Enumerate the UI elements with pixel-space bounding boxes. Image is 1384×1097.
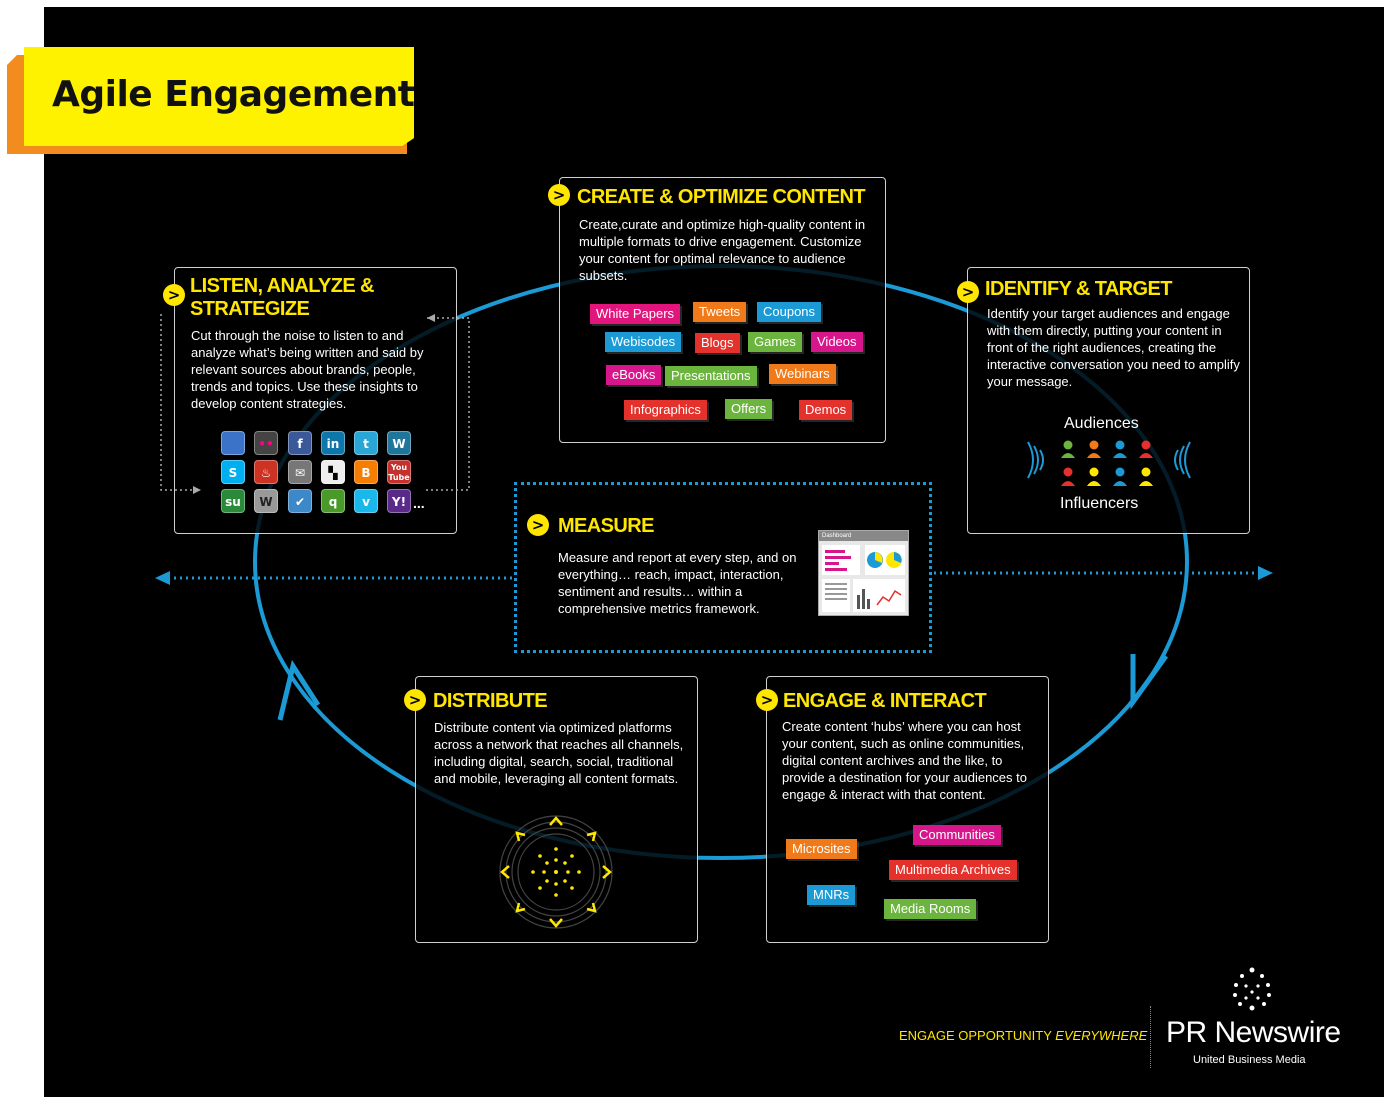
more-sources-ellipsis: ... xyxy=(413,495,425,511)
listen-chevron-icon: > xyxy=(163,284,185,306)
engage-body: Create content ‘hubs’ where you can host… xyxy=(782,719,1027,802)
dashboard-label: Dashboard xyxy=(819,531,908,541)
distribute-heading: DISTRIBUTE xyxy=(433,690,548,712)
create-chevron-icon: > xyxy=(548,184,570,206)
footer-divider xyxy=(1150,1006,1151,1068)
tag-demos: Demos xyxy=(799,400,853,420)
tag-mnrs: MNRs xyxy=(807,885,856,905)
youtube-icon: You Tube xyxy=(387,460,411,484)
brand-subtitle: United Business Media xyxy=(1193,1054,1306,1066)
tag-multimedia-archives: Multimedia Archives xyxy=(889,860,1017,880)
delicious-alt-icon: ▚ xyxy=(321,460,345,484)
tag-ebooks: eBooks xyxy=(606,365,662,385)
identify-body: Identify your target audiences and engag… xyxy=(987,306,1240,389)
listen-heading-line1: LISTEN, ANALYZE & xyxy=(190,275,375,297)
wikipedia-icon: W xyxy=(254,489,278,513)
measure-body: Measure and report at every step, and on… xyxy=(558,550,797,616)
skype-icon: S xyxy=(221,460,245,484)
cycle-arrow-left xyxy=(277,659,321,721)
dashboard-charts-icon xyxy=(822,545,905,612)
distribute-chevron-icon: > xyxy=(404,689,426,711)
linkedin-icon: in xyxy=(321,431,345,455)
dashboard-thumbnail: Dashboard xyxy=(818,530,909,616)
tag-offers: Offers xyxy=(725,399,773,419)
tag-blogs: Blogs xyxy=(695,333,740,353)
brand-name: PR Newswire xyxy=(1166,1016,1341,1049)
identify-heading: IDENTIFY & TARGET xyxy=(985,278,1172,300)
tag-presentations: Presentations xyxy=(665,366,757,386)
blogger-icon: B xyxy=(354,460,378,484)
tag-videos: Videos xyxy=(811,332,863,352)
tag-communities: Communities xyxy=(913,825,1001,845)
distribute-body: Distribute content via optimized platfor… xyxy=(434,720,684,786)
tinder-icon: ♨ xyxy=(254,460,278,484)
measure-box xyxy=(514,482,932,653)
identify-box xyxy=(967,267,1250,534)
influencers-label: Influencers xyxy=(1060,495,1139,512)
prnewswire-logo-icon xyxy=(1233,967,1271,1011)
tag-microsites: Microsites xyxy=(786,839,857,859)
tag-infographics: Infographics xyxy=(624,400,707,420)
footer-tagline: ENGAGE OPPORTUNITY EVERYWHERE xyxy=(899,1028,1147,1043)
cycle-arrow-right xyxy=(1130,654,1169,710)
engage-chevron-icon: > xyxy=(756,689,778,711)
tag-webinars: Webinars xyxy=(769,364,836,384)
audiences-label: Audiences xyxy=(1064,415,1139,432)
create-heading: CREATE & OPTIMIZE CONTENT xyxy=(577,186,866,208)
tagline-emphasis: EVERYWHERE xyxy=(1055,1028,1148,1043)
measure-heading: MEASURE xyxy=(558,515,654,537)
listen-body: Cut through the noise to listen to and a… xyxy=(191,328,424,411)
twitter-icon: t xyxy=(354,431,378,455)
yahoo-icon: Y! xyxy=(387,489,411,513)
tag-games: Games xyxy=(748,332,802,352)
measure-chevron-icon: > xyxy=(527,514,549,536)
title-banner xyxy=(7,47,414,154)
audience-people-icon xyxy=(1027,440,1191,486)
quora-icon: q xyxy=(321,489,345,513)
distribution-burst-icon xyxy=(499,815,613,929)
listen-loop-arrows xyxy=(160,314,470,494)
identify-chevron-icon: > xyxy=(957,281,979,303)
email-icon: ✉ xyxy=(288,460,312,484)
listen-heading-line2: STRATEGIZE xyxy=(190,298,310,320)
wordpress-icon: W xyxy=(387,431,411,455)
stumbleupon-icon: su xyxy=(221,489,245,513)
distribute-box xyxy=(415,676,698,943)
facebook-icon: f xyxy=(288,431,312,455)
foursquare-icon: ✔ xyxy=(288,489,312,513)
vimeo-icon: v xyxy=(354,489,378,513)
tag-white-papers: White Papers xyxy=(590,304,681,324)
create-body: Create,curate and optimize high-quality … xyxy=(579,217,866,283)
tagline-text: ENGAGE OPPORTUNITY xyxy=(899,1028,1052,1043)
delicious-icon xyxy=(221,431,245,455)
tag-tweets: Tweets xyxy=(693,302,747,322)
flickr-icon: •• xyxy=(254,431,278,455)
tag-coupons: Coupons xyxy=(757,302,822,322)
engage-heading: ENGAGE & INTERACT xyxy=(783,690,987,712)
tag-media-rooms: Media Rooms xyxy=(884,899,977,919)
page-title: Agile Engagement xyxy=(52,74,415,115)
tag-webisodes: Webisodes xyxy=(605,332,682,352)
